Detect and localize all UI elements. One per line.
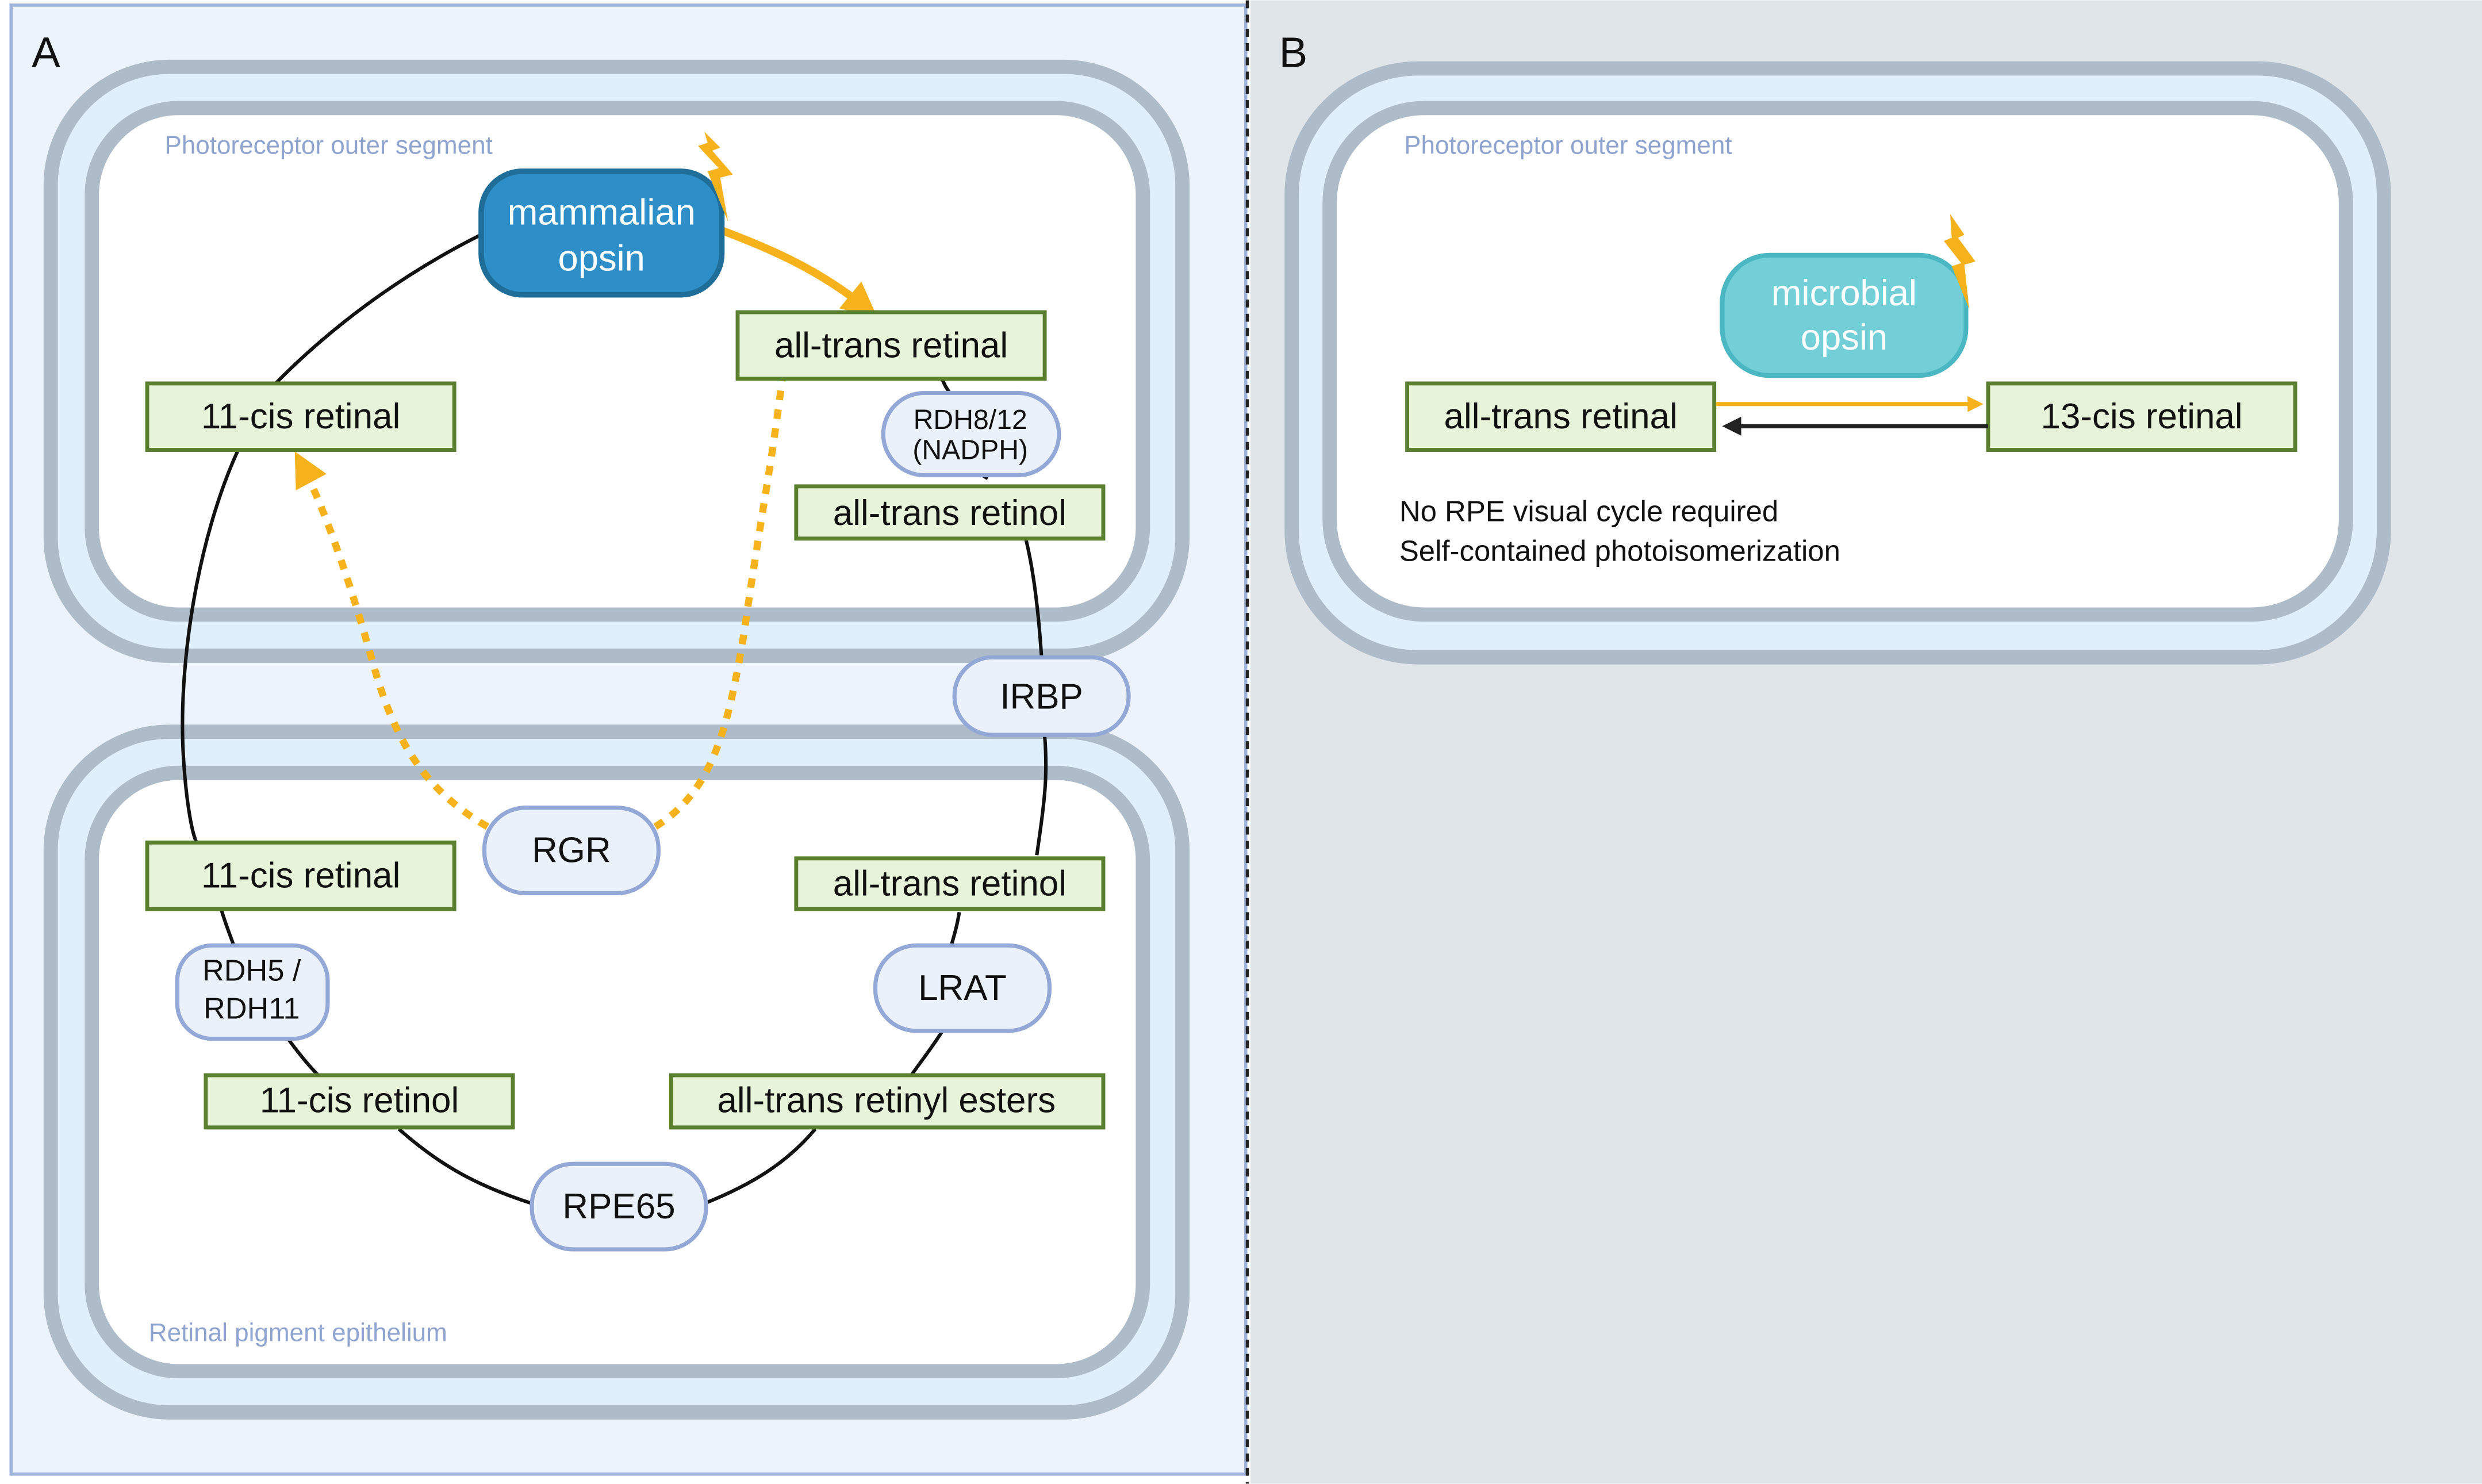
molecule-alltrans-retinol-pos[interactable]: all-trans retinol — [794, 484, 1106, 541]
enzyme-rgr[interactable]: RGR — [482, 806, 661, 896]
photoreceptor-label: Photoreceptor outer segment — [164, 132, 493, 160]
molecule-alltrans-retinol-rpe[interactable]: all-trans retinol — [794, 856, 1106, 911]
mammalian-opsin-shape — [478, 168, 725, 298]
molecule-box — [1986, 381, 2297, 452]
enzyme-label-2: (NADPH) — [912, 435, 1028, 466]
enzyme-label-1: RDH5 / — [202, 954, 301, 987]
enzyme-shape — [873, 943, 1052, 1033]
molecule-box — [735, 310, 1047, 381]
molecule-box — [204, 1073, 515, 1130]
molecule-11cis-retinal-pos[interactable]: 11-cis retinal — [145, 381, 456, 452]
microbial-opsin[interactable]: microbial opsin — [1720, 214, 1975, 378]
molecule-box — [145, 840, 456, 911]
enzyme-shape — [482, 806, 661, 896]
molecule-label: 13-cis retinal — [2041, 397, 2243, 436]
rgr-loop-right — [653, 379, 786, 830]
mammalian-opsin-label-2: opsin — [558, 238, 645, 278]
molecule-11cis-retinal-rpe[interactable]: 11-cis retinal — [145, 840, 456, 911]
molecule-label: all-trans retinyl esters — [717, 1081, 1056, 1121]
enzyme-label: IRBP — [1000, 677, 1083, 717]
enzyme-lrat[interactable]: LRAT — [873, 943, 1052, 1033]
enzyme-label: RGR — [532, 831, 611, 871]
enzyme-label: LRAT — [918, 968, 1007, 1008]
molecule-11cis-retinol-rpe[interactable]: 11-cis retinol — [204, 1073, 515, 1130]
enzyme-label-1: RDH8/12 — [914, 404, 1027, 435]
panel-b: B Photoreceptor outer segment microbial … — [1250, 0, 2482, 1484]
photoisomerization-arrow — [719, 226, 877, 317]
molecule-label: 11-cis retinol — [260, 1081, 459, 1121]
molecule-box — [145, 381, 456, 452]
panel-b-letter: B — [1279, 28, 1308, 76]
enzyme-shape — [952, 655, 1131, 737]
enzyme-shape — [530, 1161, 708, 1252]
photoreceptor-label-b: Photoreceptor outer segment — [1404, 132, 1732, 160]
enzyme-label: RPE65 — [562, 1187, 675, 1226]
microbial-opsin-label-1: microbial — [1771, 273, 1917, 313]
molecule-box — [794, 856, 1106, 911]
molecule-13cis-retinal-b[interactable]: 13-cis retinal — [1986, 381, 2297, 452]
molecule-label: all-trans retinol — [833, 864, 1067, 903]
molecule-box — [794, 484, 1106, 541]
lightning-icon — [1943, 214, 1975, 309]
molecule-alltrans-esters-rpe[interactable]: all-trans retinyl esters — [669, 1073, 1106, 1130]
enzyme-rdh5-rdh11[interactable]: RDH5 / RDH11 — [175, 943, 330, 1041]
note-no-rpe: No RPE visual cycle required — [1399, 494, 1778, 527]
microbial-opsin-shape — [1720, 252, 1969, 378]
molecule-alltrans-retinal-b[interactable]: all-trans retinal — [1405, 381, 1717, 452]
molecule-label: 11-cis retinal — [201, 856, 401, 896]
enzyme-label-2: RDH11 — [204, 992, 300, 1025]
enzyme-shape — [881, 390, 1061, 478]
mammalian-opsin[interactable]: mammalian opsin — [478, 132, 733, 298]
molecule-box — [1405, 381, 1717, 452]
mammalian-opsin-label-1: mammalian — [508, 193, 696, 233]
note-self-contained: Self-contained photoisomerization — [1399, 534, 1840, 567]
rgr-loop-left — [294, 451, 490, 830]
molecule-label: all-trans retinal — [1444, 397, 1678, 436]
panel-a-letter: A — [32, 28, 60, 76]
enzyme-rpe65[interactable]: RPE65 — [530, 1161, 708, 1252]
molecule-label: all-trans retinol — [833, 493, 1067, 533]
enzyme-shape — [175, 943, 330, 1041]
rpe-inner-membrane — [85, 765, 1150, 1379]
molecule-label: 11-cis retinal — [201, 397, 401, 436]
molecule-box — [669, 1073, 1106, 1130]
rpe-label: Retinal pigment epithelium — [149, 1319, 447, 1347]
lightning-icon — [698, 132, 733, 223]
enzyme-rdh812[interactable]: RDH8/12 (NADPH) — [881, 390, 1061, 478]
molecule-alltrans-retinal-pos[interactable]: all-trans retinal — [735, 310, 1047, 381]
molecule-label: all-trans retinal — [774, 325, 1008, 365]
enzyme-irbp[interactable]: IRBP — [952, 655, 1131, 737]
panel-a: A Photoreceptor outer segment Retinal pi… — [9, 3, 1248, 1476]
microbial-opsin-label-2: opsin — [1801, 317, 1888, 358]
